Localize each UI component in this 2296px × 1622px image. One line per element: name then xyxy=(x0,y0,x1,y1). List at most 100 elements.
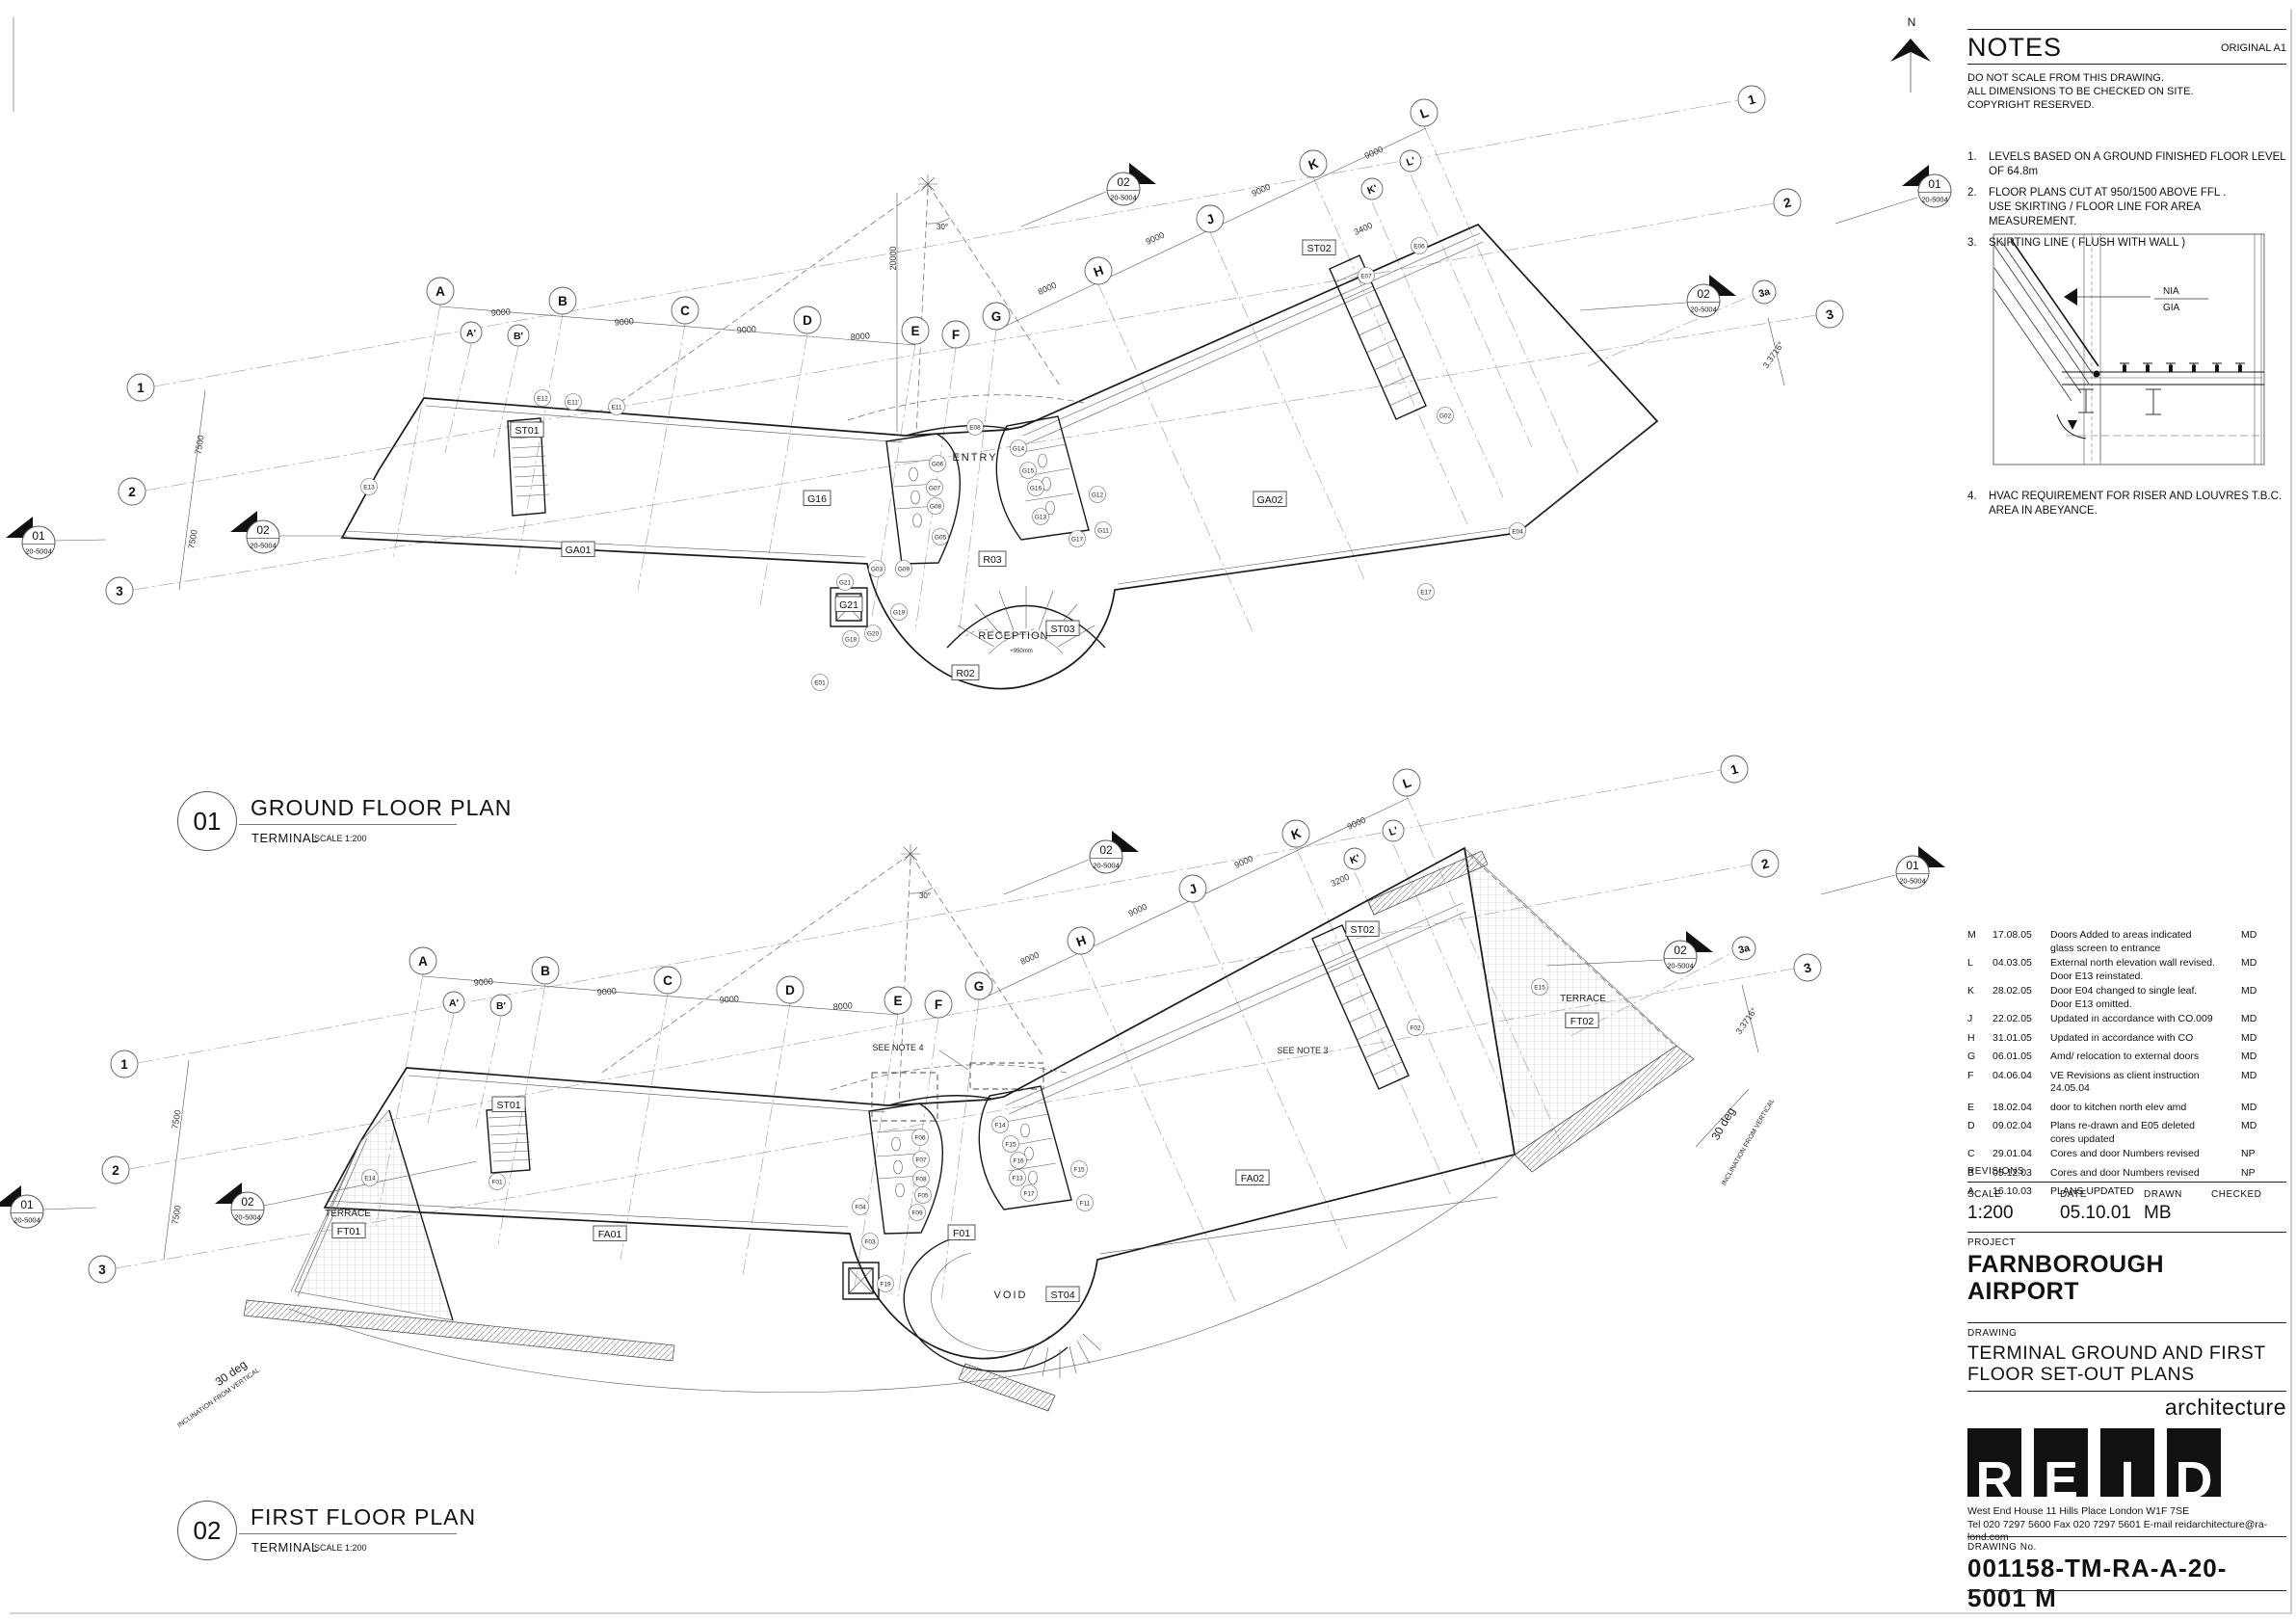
first-grid-bubble xyxy=(1793,953,1822,982)
note-text: LEVELS BASED ON A GROUND FINISHED FLOOR … xyxy=(1989,150,2286,179)
first-grid-bubble-label: G xyxy=(974,979,985,994)
first-grid-bubble xyxy=(1731,936,1756,961)
revision-initials: NP xyxy=(2241,1148,2256,1159)
ground-door-tag xyxy=(1509,522,1526,540)
revision-initials: MD xyxy=(2241,1013,2257,1024)
ground-door-tag-label: G08 xyxy=(930,503,942,510)
first-door-tag xyxy=(1407,1019,1424,1036)
ground-door-tag xyxy=(534,389,551,407)
first-grid-bubble-label: E xyxy=(893,994,902,1008)
ground-dimension-text: 9000 xyxy=(490,306,511,317)
first-door-tag xyxy=(877,1275,894,1292)
north-label: N xyxy=(1907,15,1916,29)
ground-door-tag xyxy=(890,603,908,621)
plan-subtitle: TERMINAL xyxy=(251,1540,319,1555)
ground-grid-bubble xyxy=(1752,279,1777,305)
first-grid-bubble-label: 2 xyxy=(112,1163,119,1178)
first-grid-bubble xyxy=(442,991,465,1014)
first-grid-bubble-label: 1 xyxy=(120,1057,128,1072)
first-room-label: F01 xyxy=(953,1228,970,1239)
ground-grid-bubble xyxy=(1196,204,1225,233)
revision-description: Cores and door Numbers revised xyxy=(2050,1167,2241,1181)
ground-room-label: G16 xyxy=(807,493,827,505)
first-door-tag xyxy=(1002,1135,1019,1153)
first-room-label: ST02 xyxy=(1350,924,1374,936)
note-text: FLOOR PLANS CUT AT 950/1500 ABOVE FFL .U… xyxy=(1989,186,2286,229)
skirting-detail-drawing: NIA GIA xyxy=(1993,233,2265,465)
ground-grid-bubble-label: 2 xyxy=(128,485,136,499)
ground-door-tag xyxy=(608,398,625,415)
revision-date: 28.02.05 xyxy=(1993,985,2032,997)
ground-room-label: G21 xyxy=(839,599,858,611)
ground-dimension-text: 8000 xyxy=(850,331,870,341)
ground-door-tag-label: E11 xyxy=(611,404,621,411)
first-door-tag-label: E15 xyxy=(1534,984,1545,991)
ground-grid-bubble xyxy=(1084,256,1113,285)
ground-grid-bubble-label: 1 xyxy=(1747,92,1758,108)
ground-section-marker-number: 01 xyxy=(1928,177,1941,191)
ground-grid-bubble xyxy=(793,306,822,334)
ground-floor-plan-drawing xyxy=(54,99,1918,690)
first-grid-bubble xyxy=(1382,819,1405,842)
ground-grid-bubble xyxy=(507,324,530,347)
ground-door-tag xyxy=(966,418,984,436)
original-size-label: ORIGINAL A1 xyxy=(2220,42,2286,54)
ground-room-label: ST01 xyxy=(515,425,539,437)
title-underline xyxy=(239,824,457,825)
detail-label-gia: GIA xyxy=(2163,303,2180,313)
ground-door-tag xyxy=(1032,508,1049,525)
revision-description: Updated in accordance with CO.009 xyxy=(2050,1013,2241,1026)
note-text: HVAC REQUIREMENT FOR RISER AND LOUVRES T… xyxy=(1989,490,2282,519)
first-grid-bubble xyxy=(1751,849,1780,878)
date-value: 05.10.01 xyxy=(2060,1203,2131,1223)
revision-description: door to kitchen north elev amd xyxy=(2050,1102,2241,1115)
revision-date: 29.01.04 xyxy=(1993,1148,2032,1159)
revision-description-line: Door E13 omitted. xyxy=(2050,997,2132,1010)
ground-section-marker-ref: 20-5004 xyxy=(1110,194,1137,202)
revision-description: Updated in accordance with CO xyxy=(2050,1032,2241,1046)
first-door-tag xyxy=(914,1186,932,1204)
divider xyxy=(1967,1232,2286,1233)
revision-letter: A xyxy=(1967,1185,1975,1197)
ground-door-tag-label: E12 xyxy=(537,395,548,402)
logo-letter-block: E xyxy=(2034,1428,2088,1497)
first-door-tag xyxy=(911,1129,929,1146)
first-door-tag-label: F07 xyxy=(915,1157,927,1163)
ground-door-tag-label: G16 xyxy=(1030,485,1042,492)
project-name-line2: AIRPORT xyxy=(1967,1278,2079,1305)
ground-grid-bubble xyxy=(118,477,146,506)
ground-grid-bubble xyxy=(941,320,970,349)
first-room-label-box xyxy=(1045,1286,1080,1302)
ground-grid-bubble-label: C xyxy=(680,304,690,318)
first-room-label-box xyxy=(947,1224,976,1240)
first-room-label: FT01 xyxy=(337,1226,361,1237)
first-door-tag xyxy=(861,1233,879,1250)
detail-label-nia: NIA xyxy=(2163,286,2179,297)
first-grid-bubble xyxy=(1392,768,1421,797)
first-door-tag xyxy=(852,1198,869,1215)
first-room-label: FA02 xyxy=(1241,1173,1265,1184)
first-section-marker-number: 02 xyxy=(1674,944,1687,957)
note-text-line: HVAC REQUIREMENT FOR RISER AND LOUVRES T… xyxy=(1989,491,2283,502)
date-label: DATE xyxy=(2060,1189,2087,1200)
ground-grid-bubble xyxy=(1773,188,1802,217)
ground-grid-bubble xyxy=(1299,149,1328,178)
first-grid-bubble xyxy=(1343,847,1366,870)
revision-description-line: Updated in accordance with CO.009 xyxy=(2050,1013,2213,1024)
ground-grid-bubble-label: 1 xyxy=(137,381,145,395)
plan-scale: SCALE 1:200 xyxy=(314,1543,367,1553)
ground-grid-bubble-label: D xyxy=(803,313,812,328)
note-item: 3.SKIRTING LINE ( FLUSH WITH WALL ) xyxy=(1967,236,2286,251)
ground-grid-bubble-label: A' xyxy=(466,328,476,339)
divider xyxy=(1967,1391,2286,1392)
ground-section-marker-ref: 20-5004 xyxy=(25,547,52,556)
first-annotation-text: VOID xyxy=(994,1290,1028,1301)
ground-door-tag xyxy=(565,393,582,411)
revision-date: 31.01.05 xyxy=(1993,1031,2032,1044)
note-item-4: 4.HVAC REQUIREMENT FOR RISER AND LOUVRES… xyxy=(1967,490,2286,525)
first-room-label-box xyxy=(1235,1169,1270,1185)
ground-grid-bubble xyxy=(982,302,1011,331)
